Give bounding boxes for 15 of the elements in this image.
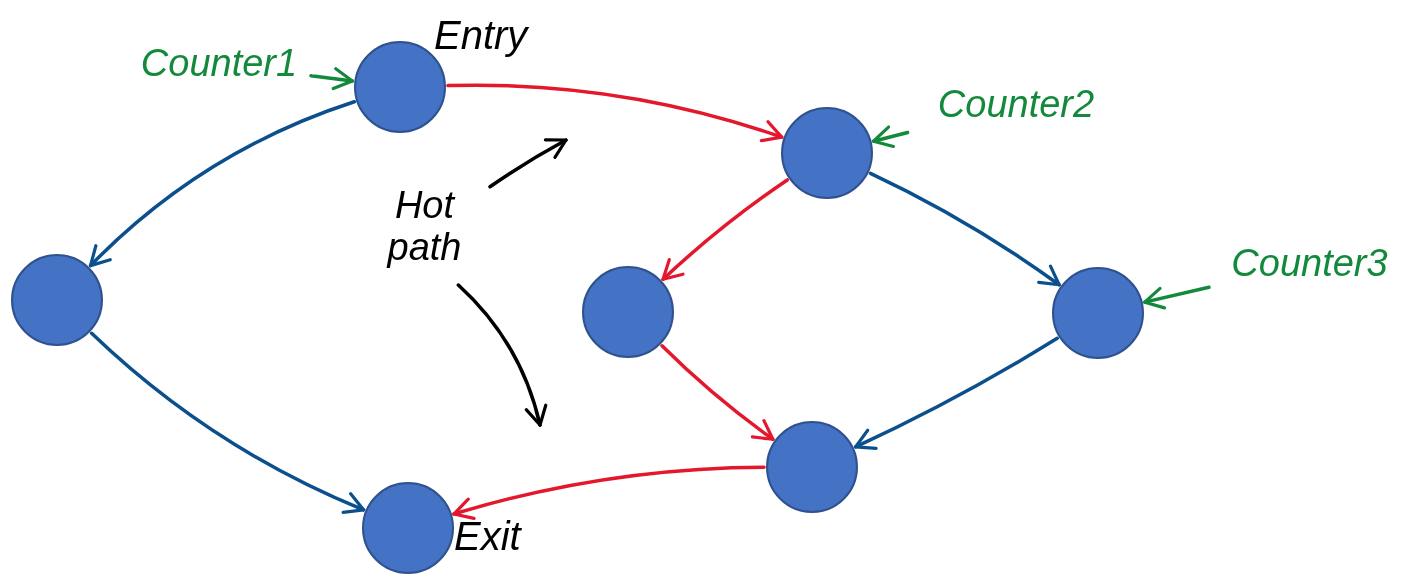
handwritten-label: Counter3 (1212, 238, 1407, 290)
pointer-arrow (1143, 285, 1211, 310)
arrow (660, 344, 775, 441)
handwritten-label: Hot path (362, 172, 487, 282)
arrow (89, 331, 366, 514)
handwritten-label: Counter1 (130, 38, 308, 90)
pointer-arrow (456, 283, 547, 427)
node-caption: Exit (454, 516, 521, 556)
pointer-arrow (488, 138, 568, 189)
handwritten-label: Counter2 (905, 78, 1127, 132)
node-caption: Entry (434, 15, 528, 55)
arrow (661, 178, 789, 281)
pointer-arrow (309, 67, 355, 91)
arrow (868, 171, 1061, 287)
arrow (853, 336, 1059, 450)
